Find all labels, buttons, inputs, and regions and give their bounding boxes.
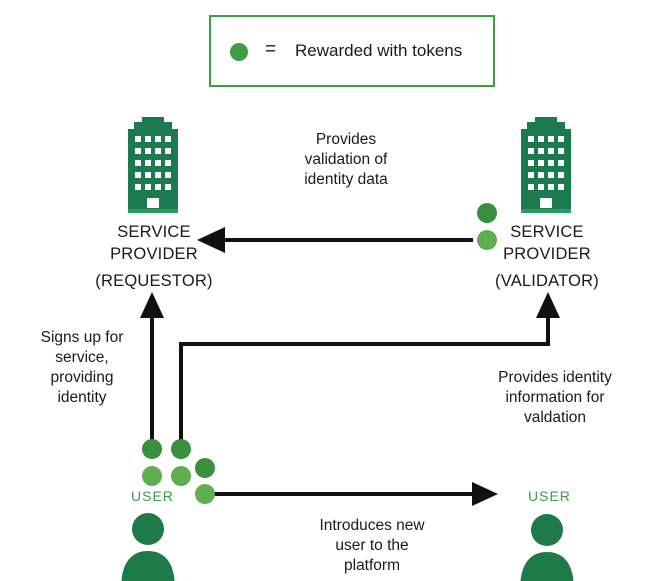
requestor-label: SERVICE PROVIDER	[100, 221, 208, 265]
user-left-person-icon	[121, 513, 175, 581]
validator-line2: PROVIDER	[503, 245, 591, 263]
requestor-line1: SERVICE	[117, 223, 191, 241]
caption-line: providing	[50, 369, 114, 386]
validator-tokens	[477, 203, 497, 250]
introduces-arrow	[212, 482, 498, 506]
caption-line: service,	[55, 349, 109, 366]
caption-line: identity	[57, 389, 107, 406]
validation-arrow	[197, 227, 473, 253]
introduces-caption: Introduces new user to the platform	[310, 516, 434, 576]
caption-line: identity data	[304, 171, 388, 188]
token-dot-icon	[230, 43, 248, 61]
identity-info-caption: Provides identity information for valdat…	[480, 368, 630, 428]
caption-line: Provides identity	[498, 369, 612, 386]
caption-line: information for	[505, 389, 605, 406]
caption-line: platform	[344, 557, 400, 574]
user-right-label: USER	[528, 488, 571, 504]
caption-line: Signs up for	[40, 329, 124, 346]
user-right-person-icon	[520, 514, 574, 581]
caption-line: user to the	[335, 537, 409, 554]
caption-line: Provides	[315, 131, 377, 148]
caption-line: Introduces new	[319, 517, 425, 534]
validator-building-icon	[521, 117, 571, 213]
validation-caption: Provides validation of identity data	[283, 130, 409, 190]
signup-caption: Signs up for service, providing identity	[28, 328, 136, 408]
caption-line: validation of	[304, 151, 388, 168]
requestor-building-icon	[128, 117, 178, 213]
user-tokens	[142, 439, 215, 504]
requestor-role: (REQUESTOR)	[95, 272, 213, 290]
requestor-line2: PROVIDER	[110, 245, 198, 263]
user-left-label: USER	[131, 488, 174, 504]
signup-arrow	[140, 292, 164, 445]
legend-equals: =	[265, 39, 277, 60]
validator-label: SERVICE PROVIDER	[493, 221, 601, 265]
identity-info-arrow	[179, 292, 560, 445]
legend-box: = Rewarded with tokens	[209, 15, 495, 87]
validator-line1: SERVICE	[510, 223, 584, 241]
validator-role: (VALIDATOR)	[495, 272, 599, 290]
legend-text: Rewarded with tokens	[295, 41, 463, 60]
caption-line: valdation	[523, 409, 587, 426]
